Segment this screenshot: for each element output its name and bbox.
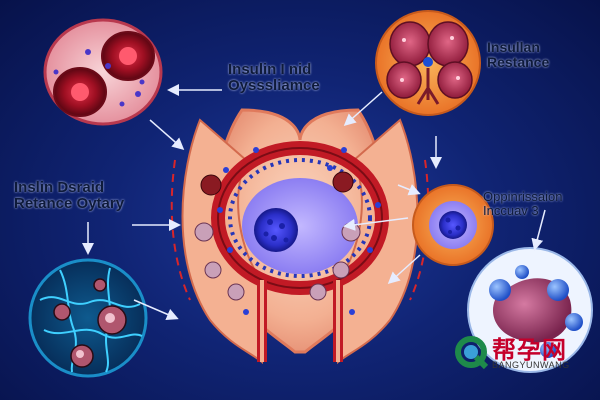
watermark-q-icon	[455, 336, 489, 370]
connector-arrows	[82, 84, 546, 320]
central-organ	[170, 108, 430, 365]
label-top-center: Insulin I nid Oysssliamce	[228, 61, 320, 94]
top-right-tissue-circle	[375, 10, 481, 116]
bottom-left-tissue-circle	[28, 258, 148, 378]
right-nucleus-circle	[412, 184, 494, 266]
watermark-subtext: BANGYUNWANG	[492, 360, 570, 370]
top-left-cell-circle	[43, 18, 163, 126]
label-right: Oppinrissaion Inccuav 3	[483, 189, 563, 218]
watermark-logo: 帮孕网 BANGYUNWANG	[454, 330, 584, 376]
label-top-right: Insullan Restance	[487, 39, 550, 70]
watermark-text: 帮孕网	[492, 336, 567, 364]
bottom-right-molecule-circle	[467, 247, 593, 373]
label-left: Inslin Dsraid Retance Oytary	[14, 179, 125, 212]
